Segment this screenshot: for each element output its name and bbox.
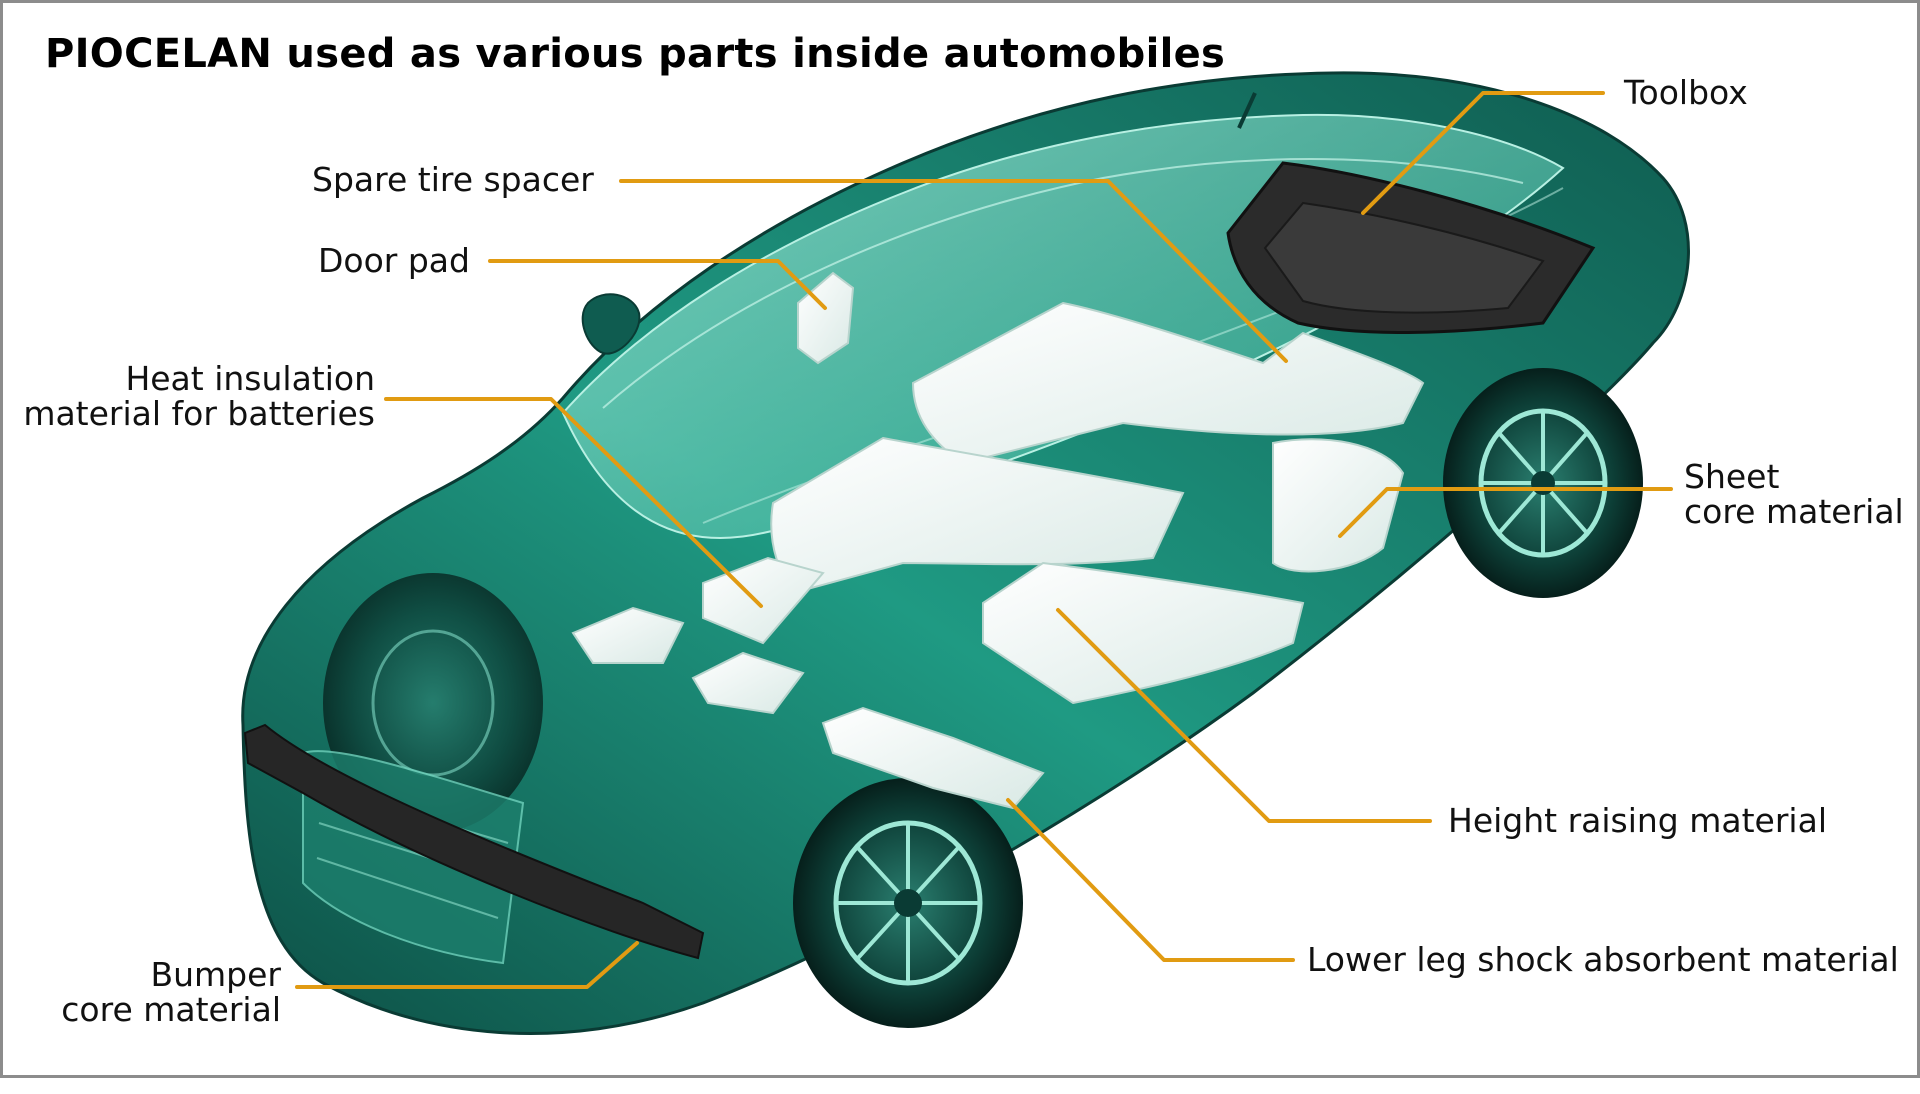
label-heat-insulation: Heat insulation material for batteries [17, 361, 375, 431]
label-sheet-core: Sheet core material [1684, 459, 1904, 529]
leader-heat-insulation [384, 397, 763, 608]
label-lower-leg: Lower leg shock absorbent material [1307, 940, 1899, 979]
label-bumper: Bumper core material [23, 957, 281, 1027]
label-height-raising: Height raising material [1448, 801, 1827, 840]
leader-spare-tire-spacer [619, 179, 1288, 363]
leader-lines [295, 91, 1673, 989]
front-right-wheel [793, 778, 1023, 1028]
leader-toolbox [1361, 91, 1605, 215]
leader-sheet-core [1338, 487, 1673, 538]
height-raising-part [982, 561, 1305, 705]
page-title: PIOCELAN used as various parts inside au… [45, 31, 1226, 77]
label-sheet-core-line1: Sheet [1684, 457, 1780, 496]
label-spare-tire-spacer: Spare tire spacer [312, 160, 594, 199]
label-sheet-core-line2: core material [1684, 492, 1904, 531]
side-mirror [581, 293, 641, 355]
label-door-pad: Door pad [318, 241, 470, 280]
car-illustration [241, 71, 1690, 1035]
leader-lower-leg [1006, 798, 1295, 962]
sheet-core-part [1272, 438, 1405, 573]
bumper-core [243, 723, 705, 960]
leader-door-pad [488, 259, 827, 310]
label-toolbox: Toolbox [1624, 73, 1748, 112]
label-heat-insulation-line2: material for batteries [23, 394, 375, 433]
label-bumper-line1: Bumper [150, 955, 281, 994]
label-heat-insulation-line1: Heat insulation [125, 359, 375, 398]
rear-right-wheel [1443, 368, 1643, 598]
label-bumper-line2: core material [61, 990, 281, 1029]
leader-bumper [295, 941, 639, 989]
lower-leg-part [821, 706, 1045, 810]
leader-height-raising [1056, 608, 1432, 823]
